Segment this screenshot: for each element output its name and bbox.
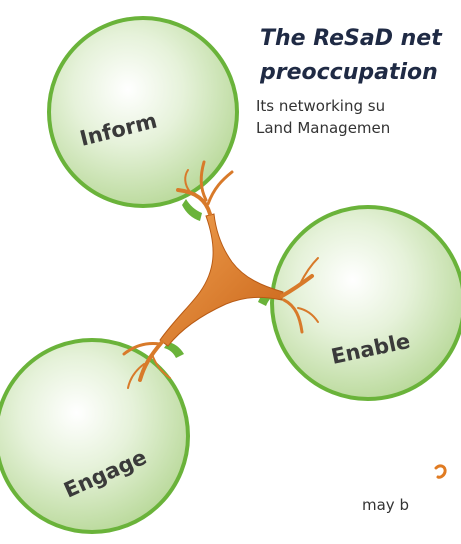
bullet-icon <box>434 464 447 479</box>
footer-text: may b <box>362 496 409 514</box>
title-line-2: preoccupation <box>260 60 438 85</box>
engage-bubble <box>0 338 190 534</box>
connector-hub <box>122 160 319 389</box>
intro-line-2: Land Managemen <box>256 119 391 137</box>
title-line-1: The ReSaD net <box>260 26 442 51</box>
intro-line-1: Its networking su <box>256 97 386 115</box>
page-title: The ReSaD net preoccupation <box>260 22 461 90</box>
inform-bubble <box>47 16 239 221</box>
intro-text: Its networking su Land Managemen <box>256 95 461 139</box>
